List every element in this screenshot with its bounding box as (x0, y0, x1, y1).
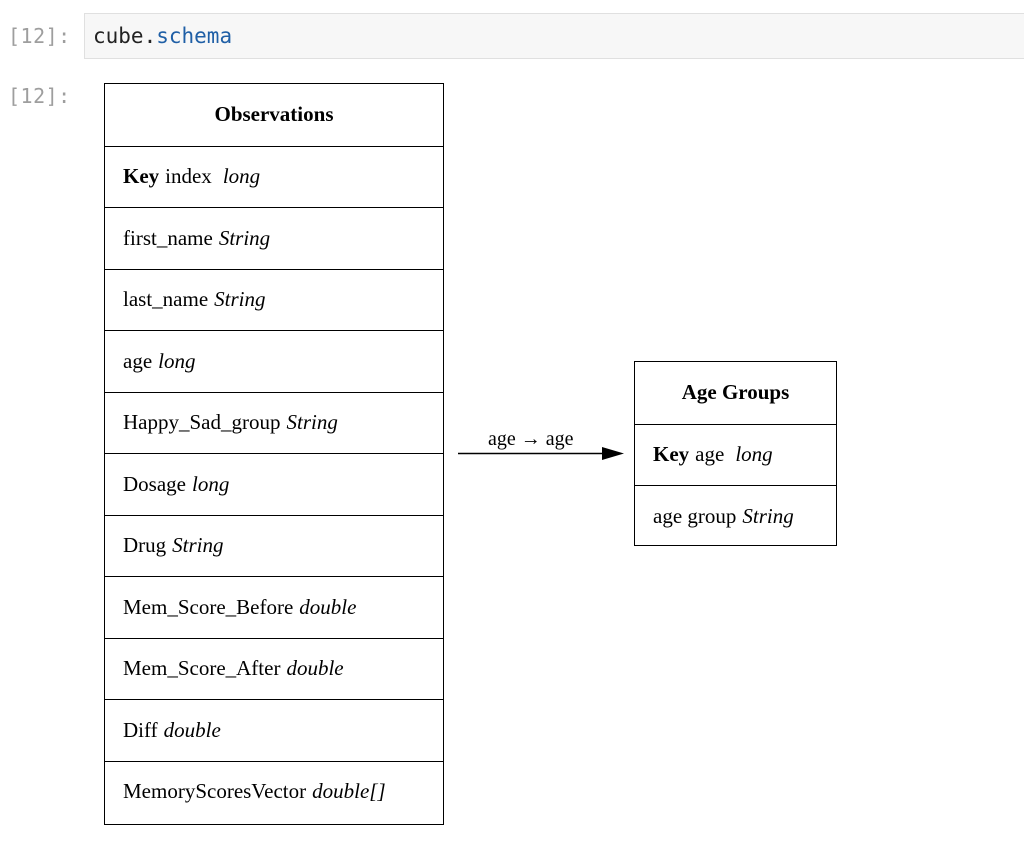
input-prompt: [12]: (8, 24, 71, 48)
field-type: String (742, 503, 794, 528)
arrow-head-icon (602, 447, 624, 460)
field-type: String (172, 533, 224, 558)
field-name: Drug (123, 533, 167, 558)
field-name: Mem_Score_After (123, 656, 281, 681)
code-attribute: schema (156, 24, 233, 48)
field-name: Happy_Sad_group (123, 410, 281, 435)
code-input-cell[interactable]: cube.schema (84, 13, 1024, 59)
field-name: age group (653, 503, 737, 528)
field-name: first_name (123, 225, 213, 250)
observations-title: Observations (214, 102, 334, 127)
output-prompt: [12]: (8, 84, 71, 108)
key-label: Key (123, 164, 160, 189)
field-name: index (165, 164, 212, 189)
field-name: age (695, 442, 725, 467)
field-name: MemoryScoresVector (123, 779, 307, 804)
code-dot: . (143, 24, 157, 48)
code-variable: cube (93, 24, 144, 48)
field-name: last_name (123, 287, 209, 312)
field-type: double (286, 656, 344, 681)
field-type: double (163, 717, 221, 742)
field-type: double[] (312, 779, 386, 804)
field-type: long (735, 442, 773, 467)
age-groups-title: Age Groups (681, 380, 790, 405)
field-name: Diff (123, 717, 158, 742)
field-type: long (158, 348, 196, 373)
field-type: String (214, 287, 266, 312)
field-type: long (222, 164, 261, 189)
field-type: String (218, 225, 271, 250)
field-type: String (286, 410, 338, 435)
field-type: double (299, 594, 357, 619)
field-name: Mem_Score_Before (123, 594, 294, 619)
field-name: Dosage (123, 471, 186, 496)
relationship-arrow (458, 447, 624, 460)
field-type: long (191, 471, 230, 496)
edge-label: age → age (488, 428, 574, 450)
key-label: Key (653, 442, 690, 467)
field-name: age (123, 348, 153, 373)
